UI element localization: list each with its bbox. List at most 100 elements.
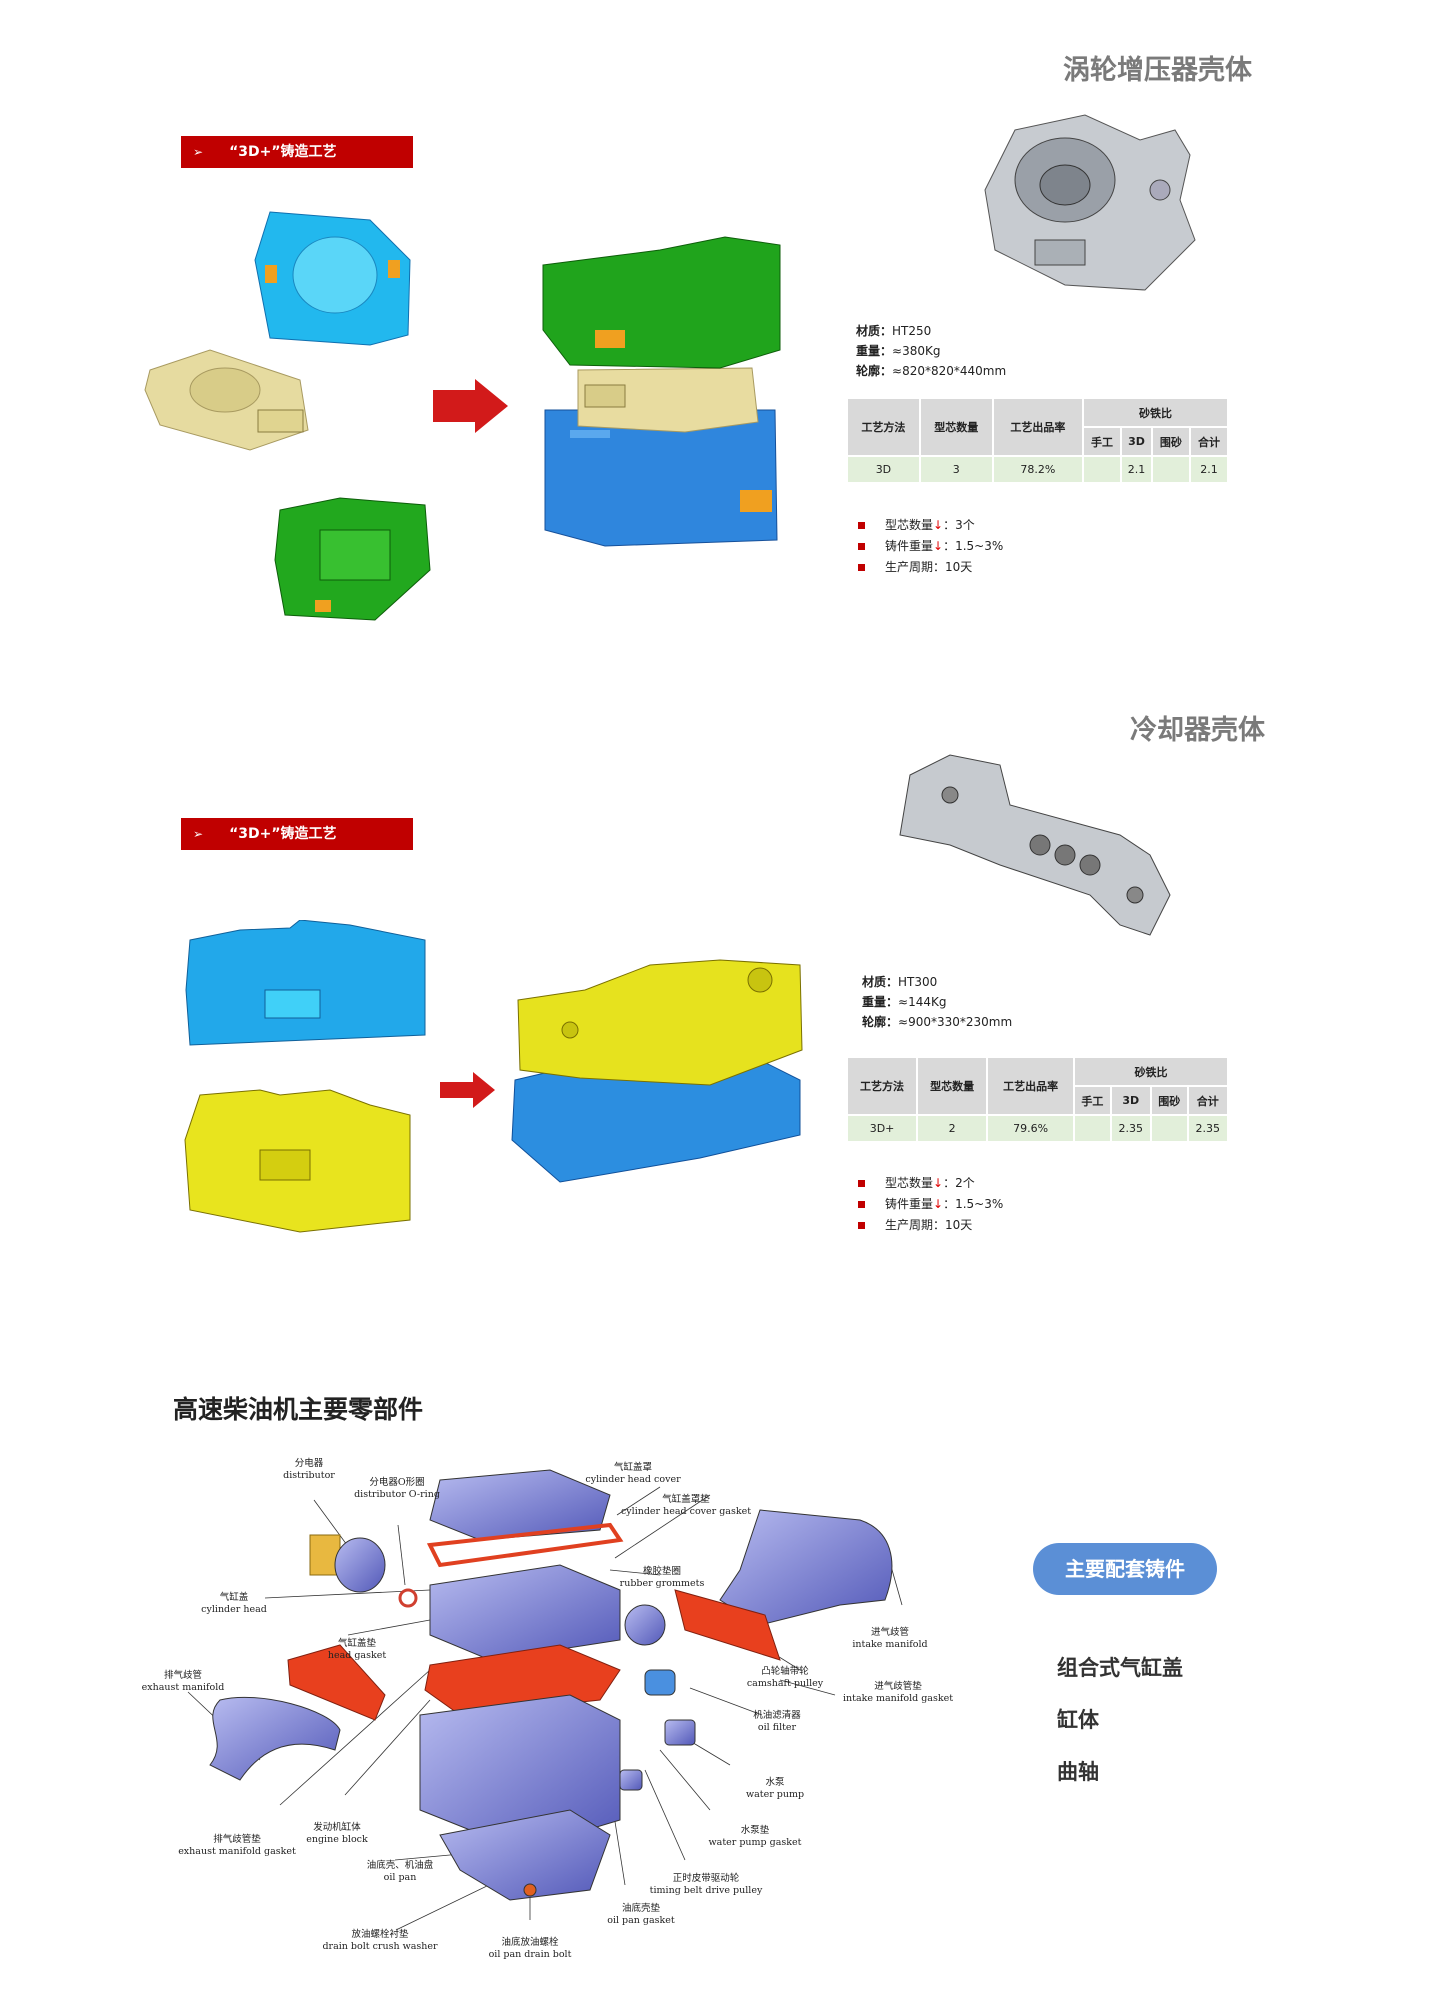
bullet-value: ：1.5~3% <box>943 539 1004 553</box>
subheader-total: 合计 <box>1188 426 1230 457</box>
oil-pan-part <box>439 1809 611 1901</box>
label-cn: 气缸盖罩 <box>613 1462 653 1473</box>
label-cn: 凸轮轴带轮 <box>761 1666 809 1677</box>
label-en: distributor <box>283 1470 335 1481</box>
casting-item: 缸体 <box>1057 1708 1099 1732</box>
exhaust-manifold-part <box>209 1696 341 1781</box>
bullet-label: 生产周期 <box>885 1218 934 1232</box>
down-arrow-icon: ↓ <box>933 539 944 553</box>
blue-mold-core <box>185 920 426 1046</box>
spec-label: 重量： <box>862 995 899 1009</box>
process-table: 工艺方法 型芯数量 工艺出品率 砂铁比 手工 3D 围砂 合计 3D+ 2 79… <box>845 1056 1230 1143</box>
arrow-bullet-icon: ➢ <box>193 145 204 159</box>
label-cn: 进气歧管 <box>870 1627 910 1638</box>
right-arrow-icon <box>440 1072 495 1108</box>
header-core-count: 型芯数量 <box>916 1056 989 1116</box>
cell: 2 <box>916 1114 989 1143</box>
label-cn: 分电器 <box>294 1458 324 1469</box>
cell <box>1150 455 1191 484</box>
cell: 2.35 <box>1109 1114 1152 1143</box>
label-en: water pump <box>745 1789 805 1800</box>
banner-label: “3D+”铸造工艺 <box>229 826 337 842</box>
assembled-mold <box>511 959 803 1183</box>
down-arrow-icon: ↓ <box>933 1176 944 1190</box>
yellow-mold-core <box>184 1089 411 1233</box>
spec-weight: 重量：≈380Kg <box>856 341 1006 361</box>
main-castings-button[interactable]: 主要配套铸件 <box>1033 1543 1217 1595</box>
spec-label: 轮廓： <box>856 364 893 378</box>
label-en: camshaft pulley <box>746 1678 824 1689</box>
label-cn: 橡胶垫圈 <box>642 1566 681 1577</box>
label-cn: 气缸盖 <box>219 1592 249 1603</box>
turbo-housing-render <box>984 114 1196 291</box>
label-cn: 油底壳、机油盘 <box>366 1860 434 1871</box>
cover-gasket-part <box>426 1522 624 1568</box>
square-bullet-icon <box>858 1180 865 1187</box>
label-en: engine block <box>306 1834 368 1845</box>
o-ring-part <box>398 1588 418 1608</box>
timing-pulley-part <box>619 1769 643 1791</box>
bullet-value: ：10天 <box>933 560 973 574</box>
label-en: water pump gasket <box>708 1837 802 1848</box>
header-core-count: 型芯数量 <box>918 397 994 457</box>
label-en: distributor O-ring <box>354 1489 440 1500</box>
cell: 3 <box>918 455 994 484</box>
subheader-sand: 围砂 <box>1150 426 1191 457</box>
spec-value: HT300 <box>898 975 938 989</box>
banner-label: “3D+”铸造工艺 <box>229 144 337 160</box>
spec-list: 材质：HT300 重量：≈144Kg 轮廓：≈900*330*230mm <box>862 972 1012 1032</box>
benefit-list: 型芯数量↓：3个 铸件重量↓：1.5~3% 生产周期：10天 <box>858 515 1003 578</box>
intake-manifold-part <box>719 1509 893 1626</box>
label-en: drain bolt crush washer <box>322 1941 438 1952</box>
label-cn: 气缸盖垫 <box>337 1638 377 1649</box>
label-en: oil pan gasket <box>607 1915 675 1926</box>
casting-item: 组合式气缸盖 <box>1057 1656 1183 1680</box>
header-method: 工艺方法 <box>845 1056 919 1116</box>
list-item: 型芯数量↓：3个 <box>858 515 1003 536</box>
cell <box>1073 1114 1112 1143</box>
label-en: timing belt drive pulley <box>649 1885 763 1896</box>
square-bullet-icon <box>858 564 865 571</box>
spec-list: 材质：HT250 重量：≈380Kg 轮廓：≈820*820*440mm <box>856 321 1006 381</box>
bullet-value: ：10天 <box>933 1218 973 1232</box>
engine-exploded-diagram <box>187 1469 903 1931</box>
subheader-sand: 围砂 <box>1149 1085 1189 1116</box>
spec-label: 材质： <box>856 324 893 338</box>
section-title-cooler-housing: 冷却器壳体 <box>1130 715 1265 746</box>
process-banner: ➢ “3D+”铸造工艺 <box>181 136 413 168</box>
arrow-bullet-icon: ➢ <box>193 827 204 841</box>
label-en: exhaust manifold <box>141 1682 225 1693</box>
header-method: 工艺方法 <box>846 397 921 457</box>
bullet-value: ：3个 <box>943 518 975 532</box>
label-en: cylinder head cover <box>585 1474 681 1485</box>
section-title-turbo-housing: 涡轮增压器壳体 <box>1063 55 1252 86</box>
label-en: rubber grommets <box>619 1578 705 1589</box>
label-cn: 发动机缸体 <box>313 1822 361 1833</box>
label-cn: 放油螺栓衬垫 <box>351 1929 409 1940</box>
spec-label: 轮廓： <box>862 1015 899 1029</box>
spec-value: ≈380Kg <box>892 344 941 358</box>
label-en: intake manifold gasket <box>842 1693 954 1704</box>
label-en: oil pan <box>383 1872 417 1883</box>
list-item: 生产周期：10天 <box>858 1215 1003 1236</box>
spec-material: 材质：HT300 <box>862 972 1012 992</box>
intake-gasket-part <box>674 1589 781 1661</box>
header-yield: 工艺出品率 <box>986 1056 1076 1116</box>
spec-label: 重量： <box>856 344 893 358</box>
label-en: intake manifold <box>852 1639 928 1650</box>
oil-filter-part <box>644 1669 676 1696</box>
header-sand-iron-ratio: 砂铁比 <box>1082 397 1229 428</box>
